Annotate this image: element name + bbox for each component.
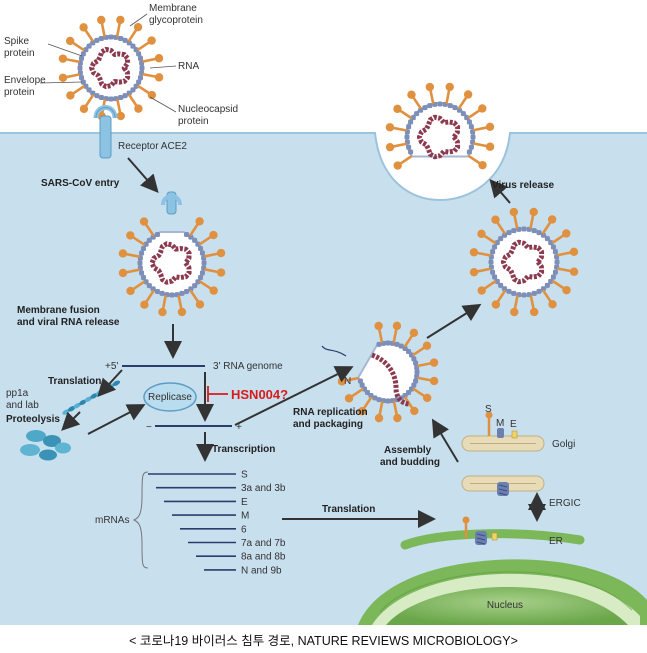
replicase-enzyme xyxy=(143,382,197,412)
plus-strand-label: + xyxy=(236,422,242,433)
virion-budding-out xyxy=(385,82,495,170)
mrna-brace xyxy=(132,471,149,569)
virion-fusion xyxy=(118,217,226,317)
ergic-label: ERGIC xyxy=(549,498,581,509)
rna-genome-label: 3' RNA genome xyxy=(213,361,283,372)
rna-label: RNA xyxy=(178,61,199,72)
spike-protein-label: Spike xyxy=(4,36,29,47)
endoplasmic-reticulum xyxy=(358,529,647,625)
rna-replication-label: RNA replication xyxy=(293,407,368,418)
virus-release-label: Virus release xyxy=(492,180,555,191)
pp1a-label-2: and lab xyxy=(6,400,39,411)
label-leader-lines xyxy=(39,13,177,113)
membrane-protein-m xyxy=(497,428,504,438)
transcription-label: Transcription xyxy=(212,444,275,455)
proteolysis-products-icon xyxy=(20,430,71,461)
figure-caption: < 코로나19 바이러스 침투 경로, NATURE REVIEWS MICRO… xyxy=(129,634,518,648)
virion-top xyxy=(58,15,164,121)
mrna-label: N and 9b xyxy=(241,565,282,576)
proteolysis-label: Proteolysis xyxy=(6,414,60,425)
minus-strand-label: − xyxy=(146,422,152,433)
nucleocapsid-label-2: protein xyxy=(178,116,209,127)
nucleus-label: Nucleus xyxy=(487,600,523,611)
rna-replication-label-2: and packaging xyxy=(293,419,363,430)
mrna-label: 6 xyxy=(241,524,247,535)
membrane-protein-s xyxy=(485,411,493,436)
assembly-label-2: and budding xyxy=(380,457,440,468)
translation-mid-label: Translation xyxy=(322,504,375,515)
hsn004-label: HSN004? xyxy=(231,387,288,402)
genome-strand xyxy=(321,345,347,357)
membrane-fusion-label: Membrane fusion xyxy=(17,305,100,316)
pp1a-label: pp1a xyxy=(6,388,29,399)
mrna-label: 8a and 8b xyxy=(241,552,286,563)
e-protein-label: E xyxy=(510,419,517,430)
cell-membrane xyxy=(0,132,647,202)
mrna-label: M xyxy=(241,511,249,522)
receptor-ace2-icon xyxy=(93,105,118,159)
membrane-glycoprotein-label-2: glycoprotein xyxy=(149,15,203,26)
receptor-ace2-fused-icon xyxy=(161,191,182,215)
envelope-protein-label: Envelope xyxy=(4,75,46,86)
assembling-rna xyxy=(371,352,411,407)
assembly-label: Assembly xyxy=(384,445,432,456)
spike-protein-label-2: protein xyxy=(4,48,35,59)
mrna-label: 3a and 3b xyxy=(241,483,286,494)
virions xyxy=(58,15,579,423)
mrnas-label: mRNAs xyxy=(95,515,129,526)
mrna-labels: S 3a and 3b EM 6 7a and 7b 8a and 8b N and 9b xyxy=(241,470,286,577)
receptor-ace2-label: Receptor ACE2 xyxy=(118,141,187,152)
mrna-label: 7a and 7b xyxy=(241,538,286,549)
n-label: N xyxy=(344,376,351,387)
envelope-protein-label-2: protein xyxy=(4,87,35,98)
mrna-label: E xyxy=(241,497,248,508)
process-arrows xyxy=(61,157,511,528)
er-spike-protein xyxy=(462,516,498,545)
membrane-glycoprotein-label: Membrane xyxy=(149,3,197,14)
mrna-label: S xyxy=(241,470,248,481)
ergic-rna-bundle xyxy=(497,482,509,496)
membrane-fusion-label-2: and viral RNA release xyxy=(17,317,120,328)
er-label: ER xyxy=(549,536,563,547)
mrna-lines xyxy=(148,473,236,571)
virion-released xyxy=(469,207,579,317)
s-protein-label: S xyxy=(485,404,492,415)
plus-five-label: +5' xyxy=(105,361,118,372)
replicase-label: Replicase xyxy=(148,392,192,403)
sars-cov-entry-label: SARS-CoV entry xyxy=(41,178,120,189)
translation-left-label: Translation xyxy=(48,376,101,387)
hsn004-inhibitor-icon xyxy=(207,386,228,402)
membrane-protein-e xyxy=(511,430,518,439)
m-protein-label: M xyxy=(496,418,504,429)
golgi-label: Golgi xyxy=(552,439,575,450)
nucleocapsid-label: Nucleocapsid xyxy=(178,104,238,115)
